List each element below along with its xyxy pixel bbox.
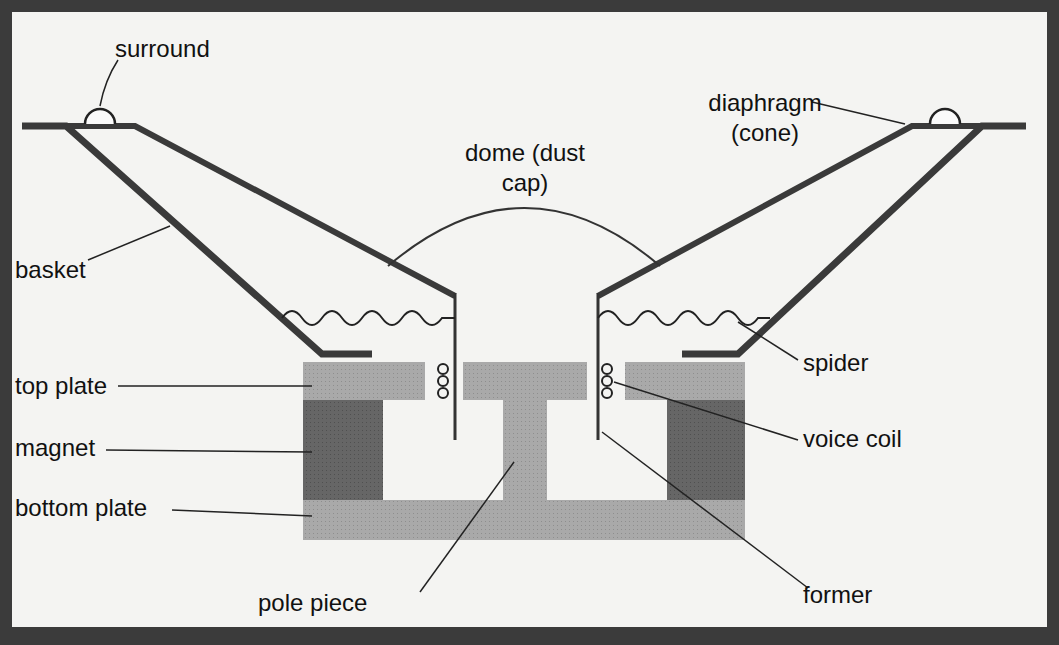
- part-label: spider: [803, 348, 1003, 378]
- part-label: top plate: [15, 371, 155, 401]
- leader-line: [88, 60, 905, 592]
- magnet: [667, 400, 745, 500]
- part-label: voice coil: [803, 424, 1003, 454]
- dust-cap-dome: [388, 208, 660, 266]
- basket: [22, 126, 1026, 354]
- pole-piece: [463, 362, 587, 500]
- diaphragm-cone: [60, 126, 990, 296]
- top-plate: [625, 362, 745, 400]
- former: [455, 293, 598, 440]
- part-label: magnet: [15, 433, 155, 463]
- magnet: [303, 400, 383, 500]
- bottom-plate: [303, 500, 745, 540]
- part-label: bottom plate: [15, 493, 185, 523]
- top-plate: [303, 362, 425, 400]
- part-label: former: [803, 580, 1003, 610]
- surround: [85, 109, 960, 124]
- part-label: diaphragm (cone): [690, 88, 840, 148]
- part-label: dome (dust cap): [455, 138, 595, 198]
- part-label: basket: [15, 255, 155, 285]
- spider: [282, 311, 770, 325]
- voice-coil: [438, 364, 612, 398]
- part-label: pole piece: [258, 588, 438, 618]
- part-label: surround: [115, 34, 275, 64]
